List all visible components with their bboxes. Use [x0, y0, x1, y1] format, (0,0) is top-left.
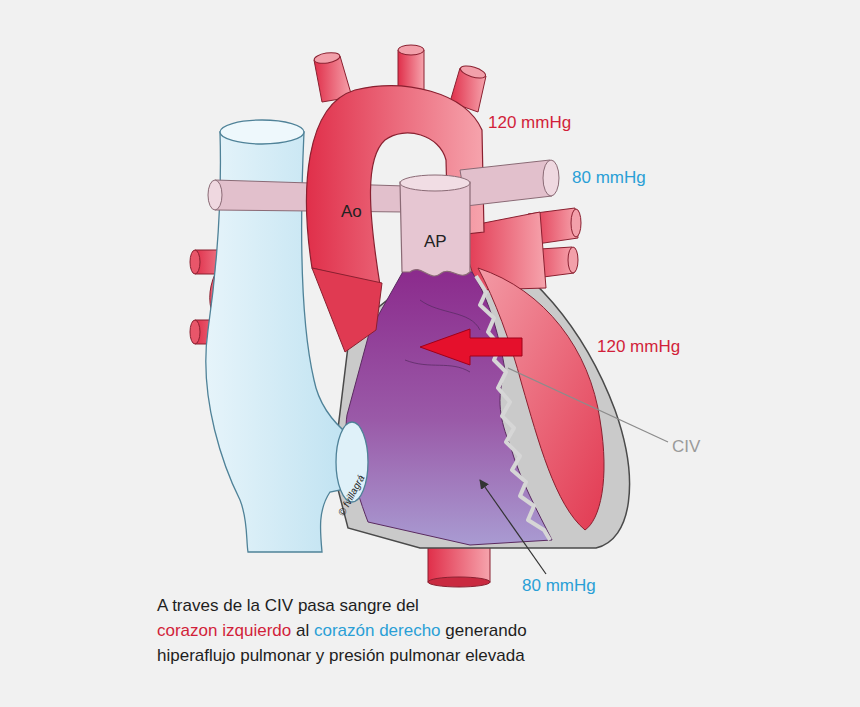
- caption-word: derecho: [379, 621, 440, 640]
- leader-line: [508, 368, 668, 442]
- caption-word: traves: [172, 596, 218, 615]
- caption-word: sangre: [339, 596, 391, 615]
- caption-word: hiperaflujo: [157, 646, 235, 665]
- caption-word: pasa: [298, 596, 335, 615]
- heart-part: [190, 320, 200, 344]
- caption-word: izquierdo: [222, 621, 291, 640]
- caption-word: corazon: [157, 621, 217, 640]
- caption-word: corazón: [314, 621, 374, 640]
- heart-part: [220, 120, 304, 144]
- part-name: Ao: [341, 202, 362, 222]
- trabeculae: [476, 276, 550, 540]
- part-name: CIV: [672, 437, 700, 457]
- caption-word: al: [296, 621, 309, 640]
- heart-part: [398, 45, 424, 55]
- caption-word: del: [396, 596, 419, 615]
- caption: A traves de la CIV pasa sangre del coraz…: [157, 593, 717, 668]
- shunt-arrow: [420, 329, 522, 365]
- pulmonary-trunk: [400, 182, 470, 276]
- pressure-value: 120 mmHg: [488, 113, 571, 133]
- caption-word: elevada: [465, 646, 525, 665]
- aorta: [307, 86, 484, 285]
- heart-part: [568, 247, 578, 273]
- pressure-value: 120 mmHg: [597, 337, 680, 357]
- credit-text: © fvillagrá: [335, 473, 367, 518]
- heart-part: [313, 51, 340, 65]
- caption-word: CIV: [265, 596, 293, 615]
- aortic-root: [312, 268, 382, 352]
- heart-part: [459, 63, 487, 80]
- caption-word: presión: [329, 646, 385, 665]
- caption-word: generando: [445, 621, 526, 640]
- caption-word: la: [247, 596, 260, 615]
- caption-word: pulmonar: [240, 646, 311, 665]
- caption-word: A: [157, 596, 167, 615]
- leader-line: [480, 480, 546, 574]
- heart-part: [400, 175, 470, 191]
- heart-part: [571, 209, 581, 237]
- heart-part: [543, 160, 559, 196]
- heart-part: [428, 577, 490, 587]
- caption-word: de: [223, 596, 242, 615]
- caption-word: pulmonar: [390, 646, 461, 665]
- pressure-value: 80 mmHg: [522, 576, 596, 596]
- part-name: AP: [424, 232, 447, 252]
- pressure-value: 80 mmHg: [572, 168, 646, 188]
- heart-part: [208, 180, 222, 210]
- heart-part: [190, 250, 200, 274]
- caption-word: y: [316, 646, 325, 665]
- pulmonary-branch: [460, 160, 552, 206]
